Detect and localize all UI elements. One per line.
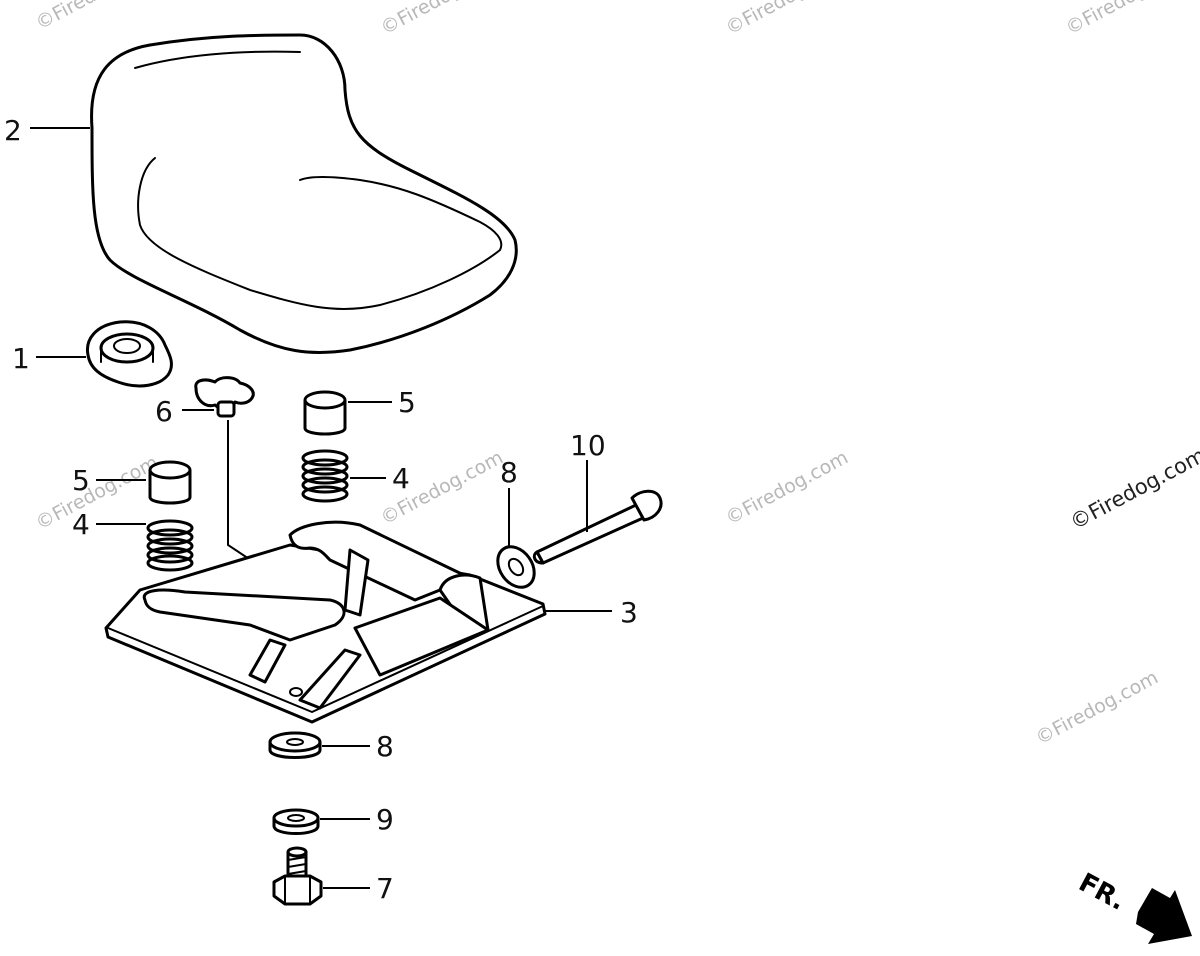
spring-right-part	[301, 449, 349, 503]
label-spring-right: 4	[392, 462, 410, 495]
washer-bottom-part	[268, 731, 322, 759]
spring-washer-part	[272, 808, 320, 835]
label-long-bolt: 10	[570, 429, 606, 462]
watermark: ©Firedog.com	[1066, 443, 1200, 534]
label-spring-left: 4	[72, 508, 90, 541]
label-knob: 6	[155, 395, 173, 428]
watermark: ©Firedog.com	[32, 451, 162, 534]
label-cap-right: 5	[398, 386, 416, 419]
bolt-part	[272, 846, 323, 906]
label-nut: 1	[12, 342, 30, 375]
knob-part	[194, 376, 255, 418]
nut-part	[85, 320, 173, 388]
front-direction-marker: FR.	[1074, 868, 1192, 944]
seat-part	[90, 33, 518, 355]
label-seat: 2	[4, 114, 22, 147]
label-cap-left: 5	[72, 464, 90, 497]
label-base-plate: 3	[620, 596, 638, 629]
label-spring-washer: 9	[376, 803, 394, 836]
watermark: ©Firedog.com	[1032, 666, 1162, 749]
watermark: ©Firedog	[32, 0, 121, 34]
label-washer-top: 8	[500, 456, 518, 489]
base-plate-part	[104, 520, 547, 724]
long-bolt-part	[532, 489, 663, 565]
watermark: ©Firedog	[722, 0, 811, 39]
spring-left-part	[146, 519, 194, 572]
watermark: ©Firedog	[377, 0, 466, 39]
arrow-right-icon	[1136, 888, 1192, 944]
front-label: FR.	[1074, 868, 1131, 917]
label-washer-bottom: 8	[376, 730, 394, 763]
label-bolt: 7	[376, 872, 394, 905]
cap-right-part	[303, 390, 347, 436]
watermark: ©Firedog.com	[722, 446, 852, 529]
cap-left-part	[148, 460, 192, 505]
watermark: ©Firedog	[1062, 0, 1151, 39]
washer-top-part	[496, 545, 536, 589]
